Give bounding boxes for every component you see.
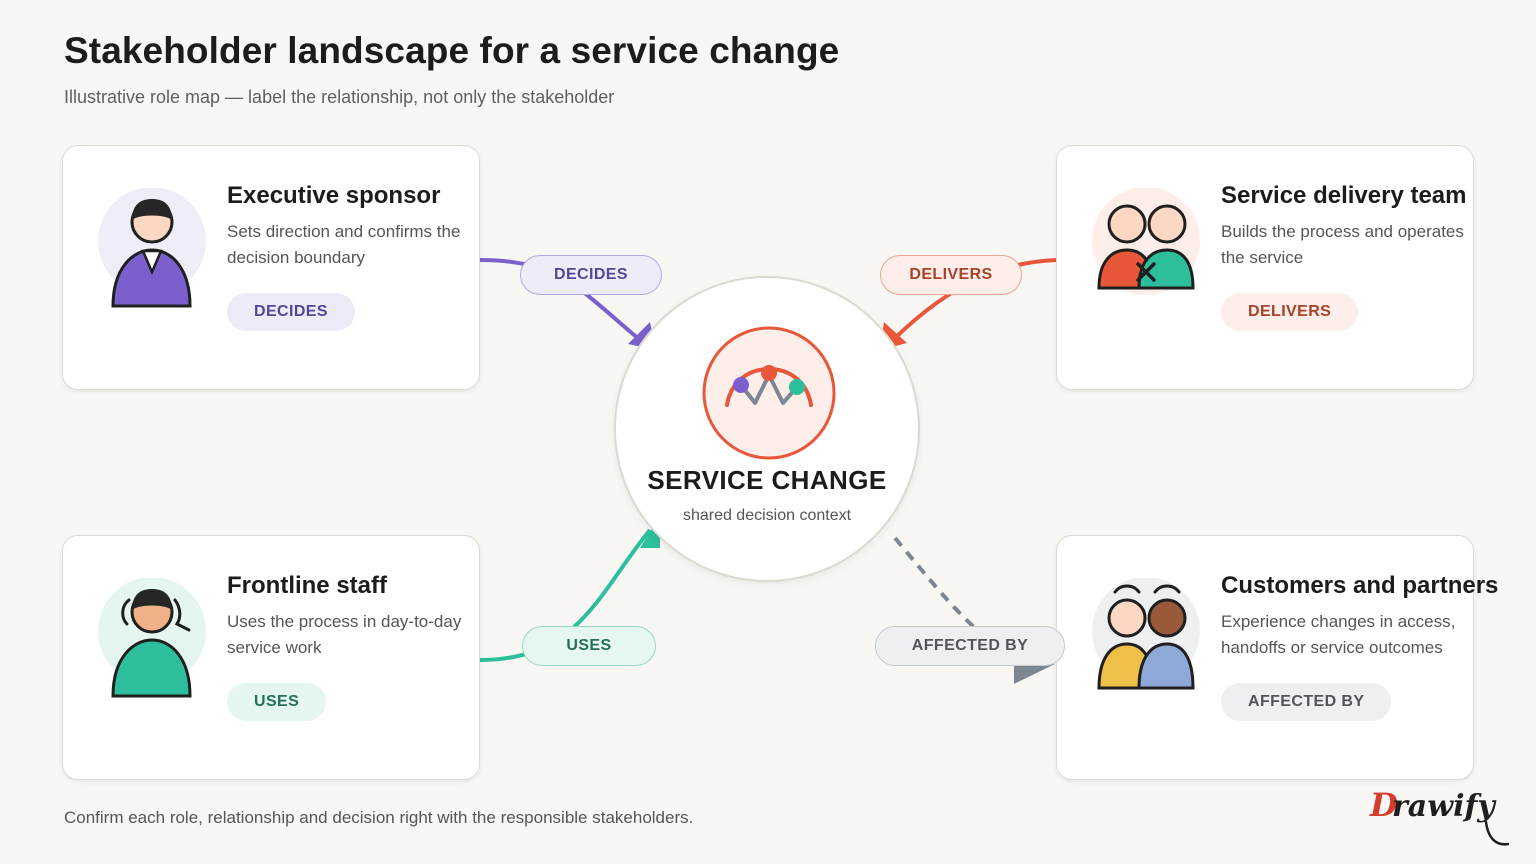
connector-uses: [479, 528, 652, 662]
customers-and-partners-icon: [1092, 578, 1200, 690]
stakeholder-name: Customers and partners: [1221, 572, 1499, 599]
arrowhead-affected: [1014, 664, 1055, 684]
stakeholder-card-frontline-staff: Frontline staff Uses the process in day-…: [62, 535, 480, 780]
stakeholder-description: Builds the process and operates the serv…: [1221, 222, 1464, 267]
stakeholder-name: Service delivery team: [1221, 182, 1467, 209]
relationship-badge: USES: [227, 683, 327, 721]
stakeholder-card-customers-and-partners: Customers and partners Experience change…: [1056, 535, 1498, 780]
relationship-badge: DECIDES: [227, 293, 355, 331]
svg-text:rawify: rawify: [1392, 789, 1497, 824]
relationship-badge: AFFECTED BY: [1221, 683, 1392, 721]
relationship-badge: DELIVERS: [1221, 293, 1359, 331]
service-delivery-team-icon: [1092, 188, 1200, 295]
edge-label-decides: DECIDES: [520, 255, 662, 295]
edge-label-uses: USES: [522, 626, 656, 666]
edge-label-delivers: DELIVERS: [880, 255, 1022, 295]
stakeholder-description: Experience changes in access, handoffs o…: [1221, 612, 1456, 657]
footer-note: Confirm each role, relationship and deci…: [64, 808, 694, 827]
page-title: Stakeholder landscape for a service chan…: [64, 30, 840, 71]
page-subtitle: Illustrative role map — label the relati…: [64, 87, 615, 107]
stakeholder-description: Sets direction and confirms the decision…: [227, 222, 461, 267]
frontline-staff-icon: [98, 578, 206, 698]
hub-subtitle: shared decision context: [682, 507, 852, 524]
stakeholder-card-executive-sponsor: Executive sponsor Sets direction and con…: [62, 145, 480, 390]
service-change-icon: [702, 326, 836, 460]
drawify-logo: D rawify: [1369, 786, 1510, 846]
edge-label-affected-by: AFFECTED BY: [875, 626, 1065, 666]
stakeholder-name: Frontline staff: [227, 572, 387, 599]
stakeholder-card-service-delivery-team: Service delivery team Builds the process…: [1056, 145, 1474, 390]
svg-text:D: D: [1369, 786, 1398, 824]
hub-title: SERVICE CHANGE: [647, 465, 887, 495]
service-change-hub: SERVICE CHANGE shared decision context: [614, 276, 920, 582]
stakeholder-name: Executive sponsor: [227, 182, 441, 209]
executive-sponsor-icon: [98, 188, 206, 308]
stakeholder-description: Uses the process in day-to-day service w…: [227, 612, 462, 657]
connector-affected: [893, 536, 977, 630]
